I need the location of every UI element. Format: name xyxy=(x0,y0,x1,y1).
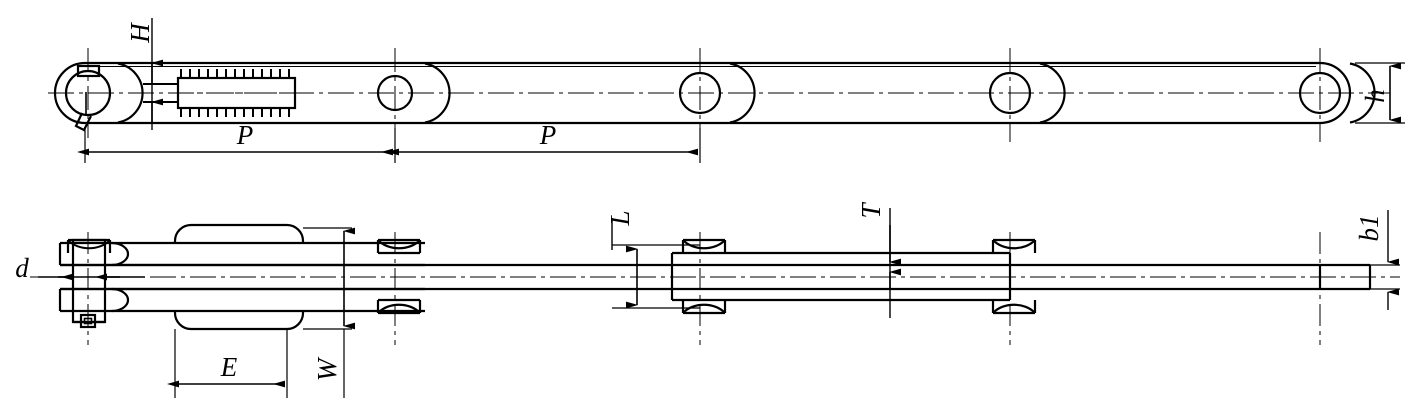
dimension-h-lower xyxy=(1355,62,1405,124)
link-bar-outline xyxy=(53,61,1352,125)
plan-view xyxy=(30,208,1400,398)
bush-section-3 xyxy=(991,232,1037,345)
dimension-label-p-second: P xyxy=(539,120,557,150)
pin-joint-4 xyxy=(988,48,1032,142)
pin-joint-3 xyxy=(678,48,722,142)
pin-joint-1 xyxy=(64,48,112,138)
dimension-p-first xyxy=(77,128,396,163)
dimension-label-p-first: P xyxy=(236,120,254,150)
dimension-label-t: T xyxy=(856,202,886,219)
threaded-barrel-detail xyxy=(143,69,305,117)
dimension-b1 xyxy=(1340,210,1400,310)
dimension-label-e: E xyxy=(220,352,238,382)
dimension-label-l: L xyxy=(605,210,635,226)
dimension-label-d: d xyxy=(15,253,29,283)
dimension-w xyxy=(303,227,355,398)
bush-section-1 xyxy=(376,232,422,345)
dimension-label-h-upper: H xyxy=(125,22,155,44)
side-elevation-view xyxy=(48,18,1405,163)
dimension-label-w: W xyxy=(312,356,342,381)
dimension-label-b1: b1 xyxy=(1354,215,1384,242)
bush-section-2 xyxy=(670,232,727,345)
attachment-plate xyxy=(173,223,305,331)
pin-assembly-1 xyxy=(66,232,112,345)
pin-joint-2 xyxy=(376,48,414,142)
dimension-label-h-lower: h xyxy=(1360,89,1390,103)
dimension-e xyxy=(167,329,288,398)
pin-joint-5 xyxy=(1298,48,1342,142)
dimension-l xyxy=(611,218,700,309)
dimension-p-second xyxy=(387,128,701,163)
inner-link-strap xyxy=(60,263,1372,291)
